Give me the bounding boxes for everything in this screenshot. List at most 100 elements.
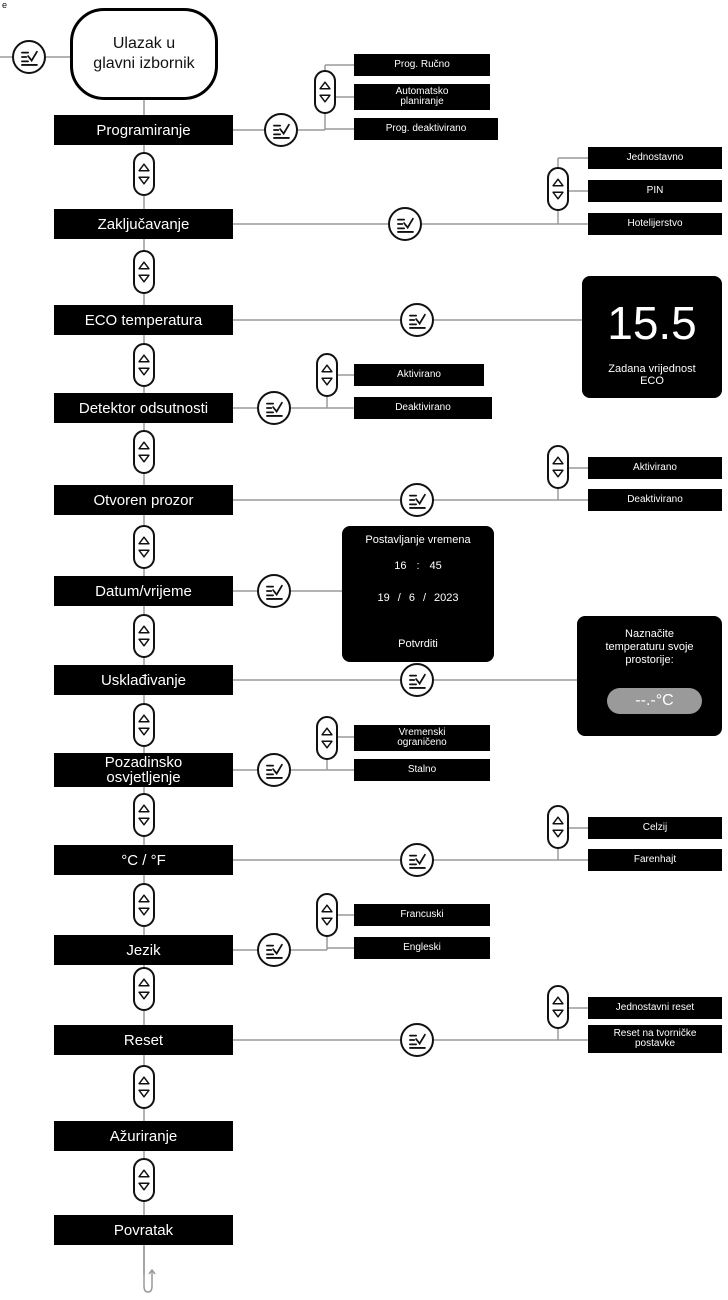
option-proz-aktivirano[interactable]: Aktivirano: [588, 457, 722, 479]
up-down-arrows-icon[interactable]: [133, 703, 155, 747]
menu-povratak[interactable]: Povratak: [54, 1215, 233, 1245]
option-jed-celzij-label: Celzij: [642, 822, 668, 833]
up-down-arrows-icon[interactable]: [133, 525, 155, 569]
eco-display-screen: 15.5 Zadana vrijednost ECO: [582, 276, 722, 398]
up-down-arrows-icon[interactable]: [547, 985, 569, 1029]
menu-datum-vrijeme[interactable]: Datum/vrijeme: [54, 576, 233, 606]
enter-confirm-icon[interactable]: [388, 207, 422, 241]
menu-otvoren-prozor[interactable]: Otvoren prozor: [54, 485, 233, 515]
option-res-jednostavni[interactable]: Jednostavni reset: [588, 997, 722, 1019]
option-poz-vrem-line1: Vremenski: [398, 727, 446, 738]
option-zak-pin[interactable]: PIN: [588, 180, 722, 202]
menu-povratak-label: Povratak: [113, 1221, 174, 1239]
up-down-arrows-icon[interactable]: [316, 893, 338, 937]
option-res-tvornicke[interactable]: Reset na tvorničke postavke: [588, 1025, 722, 1053]
up-down-arrows-icon[interactable]: [547, 167, 569, 211]
option-prog-deaktivirano[interactable]: Prog. deaktivirano: [354, 118, 498, 140]
option-jed-farenhajt[interactable]: Farenhajt: [588, 849, 722, 871]
option-jed-farenhajt-label: Farenhajt: [633, 854, 677, 865]
calib-line3: prostorije:: [625, 654, 674, 666]
datetime-title: Postavljanje vremena: [365, 534, 471, 546]
option-poz-vremenski[interactable]: Vremenski ograničeno: [354, 725, 490, 751]
datetime-confirm[interactable]: Potvrditi: [398, 638, 438, 650]
return-arrow-icon: [138, 1246, 162, 1296]
option-det-deaktivirano[interactable]: Deaktivirano: [354, 397, 492, 419]
up-down-arrows-icon[interactable]: [316, 353, 338, 397]
main-menu-entry-line1: Ulazak u: [112, 35, 176, 52]
enter-confirm-icon[interactable]: [264, 113, 298, 147]
menu-uskladivanje-label: Usklađivanje: [100, 671, 187, 689]
calibration-display-screen: Naznačite temperaturu svoje prostorije: …: [577, 616, 722, 736]
calib-value-pill[interactable]: --.-°C: [607, 688, 702, 714]
up-down-arrows-icon[interactable]: [316, 716, 338, 760]
datetime-month: 6: [408, 592, 415, 604]
menu-jezik-label: Jezik: [126, 941, 161, 959]
up-down-arrows-icon[interactable]: [133, 1065, 155, 1109]
option-det-aktivirano[interactable]: Aktivirano: [354, 364, 484, 386]
up-down-arrows-icon[interactable]: [547, 805, 569, 849]
datetime-time-row: 16 : 45: [342, 560, 494, 572]
menu-detektor-label: Detektor odsutnosti: [78, 399, 209, 417]
option-zak-hotelijerstvo[interactable]: Hotelijerstvo: [588, 213, 722, 235]
option-det-akt-label: Aktivirano: [397, 369, 441, 380]
up-down-arrows-icon[interactable]: [133, 152, 155, 196]
calib-line2: temperaturu svoje: [605, 641, 694, 653]
option-proz-deaktivirano[interactable]: Deaktivirano: [588, 489, 722, 511]
up-down-arrows-icon[interactable]: [133, 614, 155, 658]
up-down-arrows-icon[interactable]: [314, 70, 336, 114]
enter-confirm-icon[interactable]: [400, 483, 434, 517]
enter-confirm-icon[interactable]: [12, 40, 46, 74]
enter-confirm-icon[interactable]: [257, 753, 291, 787]
up-down-arrows-icon[interactable]: [133, 793, 155, 837]
option-res-tvornicke-line1: Reset na tvorničke: [613, 1028, 697, 1039]
enter-confirm-icon[interactable]: [257, 933, 291, 967]
main-menu-entry[interactable]: Ulazak u glavni izbornik: [70, 8, 218, 100]
option-jez-engleski[interactable]: Engleski: [354, 937, 490, 959]
menu-azuriranje[interactable]: Ažuriranje: [54, 1121, 233, 1151]
menu-uskladivanje[interactable]: Usklađivanje: [54, 665, 233, 695]
option-prog-rucno[interactable]: Prog. Ručno: [354, 54, 490, 76]
up-down-arrows-icon[interactable]: [547, 445, 569, 489]
corner-mark: e: [2, 0, 8, 10]
datetime-date-row: 19 / 6 / 2023: [342, 592, 494, 604]
menu-zakljucavanje[interactable]: Zaključavanje: [54, 209, 233, 239]
option-zak-hotel-label: Hotelijerstvo: [627, 218, 683, 229]
enter-confirm-icon[interactable]: [257, 391, 291, 425]
option-jez-engleski-label: Engleski: [403, 942, 441, 953]
up-down-arrows-icon[interactable]: [133, 883, 155, 927]
option-jed-celzij[interactable]: Celzij: [588, 817, 722, 839]
main-menu-entry-line2: glavni izbornik: [93, 55, 195, 72]
menu-jedinice[interactable]: °C / °F: [54, 845, 233, 875]
option-poz-stalno[interactable]: Stalno: [354, 759, 490, 781]
menu-datum-label: Datum/vrijeme: [95, 582, 192, 600]
calib-value: --.-°C: [635, 692, 674, 709]
menu-detektor-odsutnosti[interactable]: Detektor odsutnosti: [54, 393, 233, 423]
option-prog-automatsko[interactable]: Automatsko planiranje: [354, 84, 490, 110]
menu-programiranje[interactable]: Programiranje: [54, 115, 233, 145]
enter-confirm-icon[interactable]: [400, 303, 434, 337]
menu-pozadinsko-line2: osvjetljenje: [106, 769, 181, 786]
up-down-arrows-icon[interactable]: [133, 1158, 155, 1202]
menu-eco-temperatura[interactable]: ECO temperatura: [54, 305, 233, 335]
option-poz-stalno-label: Stalno: [407, 764, 437, 775]
option-zak-jednostavno[interactable]: Jednostavno: [588, 147, 722, 169]
up-down-arrows-icon[interactable]: [133, 967, 155, 1011]
menu-jezik[interactable]: Jezik: [54, 935, 233, 965]
option-prog-auto-line2: planiranje: [400, 96, 444, 107]
enter-confirm-icon[interactable]: [400, 663, 434, 697]
up-down-arrows-icon[interactable]: [133, 250, 155, 294]
eco-value: 15.5: [607, 297, 697, 349]
menu-pozadinsko-osvjetljenje[interactable]: Pozadinsko osvjetljenje: [54, 753, 233, 787]
enter-confirm-icon[interactable]: [257, 574, 291, 608]
up-down-arrows-icon[interactable]: [133, 343, 155, 387]
datetime-date-sep-2: /: [422, 592, 426, 604]
option-jez-francuski[interactable]: Francuski: [354, 904, 490, 926]
option-res-tvornicke-line2: postavke: [634, 1038, 676, 1049]
up-down-arrows-icon[interactable]: [133, 430, 155, 474]
menu-reset[interactable]: Reset: [54, 1025, 233, 1055]
datetime-time-sep: :: [416, 560, 420, 572]
enter-confirm-icon[interactable]: [400, 1023, 434, 1057]
enter-confirm-icon[interactable]: [400, 843, 434, 877]
option-proz-akt-label: Aktivirano: [633, 462, 677, 473]
menu-azuriranje-label: Ažuriranje: [109, 1127, 178, 1145]
